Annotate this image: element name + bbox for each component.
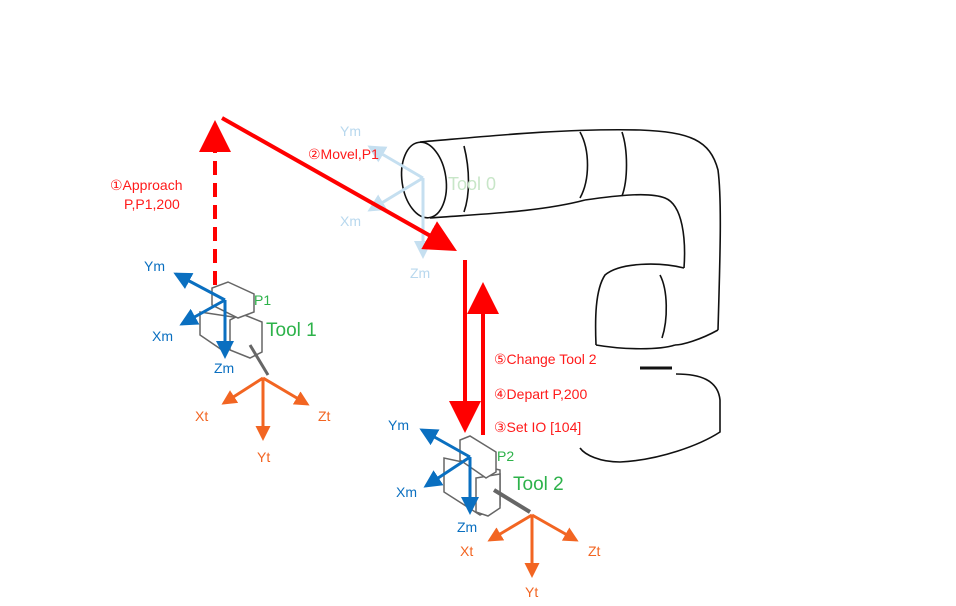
tool1-point-label: P1 [254,292,271,308]
tool1-ym-label: Ym [144,258,165,274]
tool2-yt-label: Yt [525,584,538,600]
tool2-point-label: P2 [497,448,514,464]
tool1-zt-label: Zt [318,408,331,424]
tool1-gripper [199,281,270,376]
tool2-xt-label: Xt [460,543,473,559]
tool2-zm-label: Zm [457,519,477,535]
tool1-tool-frame [221,376,310,441]
tool1-xt-label: Xt [195,408,208,424]
tool2-gripper [443,435,532,517]
step2-label: ②Movel,P1 [308,146,379,162]
tool0-xm-label: Xm [340,213,361,229]
tool2-xm-label: Xm [396,484,417,500]
tool2-zt-label: Zt [588,543,601,559]
robot-arm [400,128,722,463]
step4-label: ④Depart P,200 [494,386,587,402]
tool0-ym-axis [367,145,424,180]
tool2-ym-label: Ym [388,417,409,433]
tool1-label: Tool 1 [266,320,317,341]
tool2-mech-frame [419,428,479,515]
step3-label: ③Set IO [104] [494,419,581,435]
tool1-yt-label: Yt [257,449,270,465]
step1-label-line1: ①Approach [110,177,182,193]
step5-label: ⑤Change Tool 2 [494,351,597,367]
tool0-zm-label: Zm [410,265,430,281]
tool1-zm-label: Zm [214,360,234,376]
tool0-ym-label: Ym [340,123,361,139]
movel-path-arrow [221,116,457,251]
step1-label-line2: P,P1,200 [124,196,180,212]
tool2-label: Tool 2 [513,474,564,495]
tool1-mech-frame [173,272,234,359]
tool1-xm-label: Xm [152,328,173,344]
tool2-tool-frame [487,513,579,578]
tool0-label: Tool 0 [448,174,496,194]
motion-paths [199,116,499,435]
